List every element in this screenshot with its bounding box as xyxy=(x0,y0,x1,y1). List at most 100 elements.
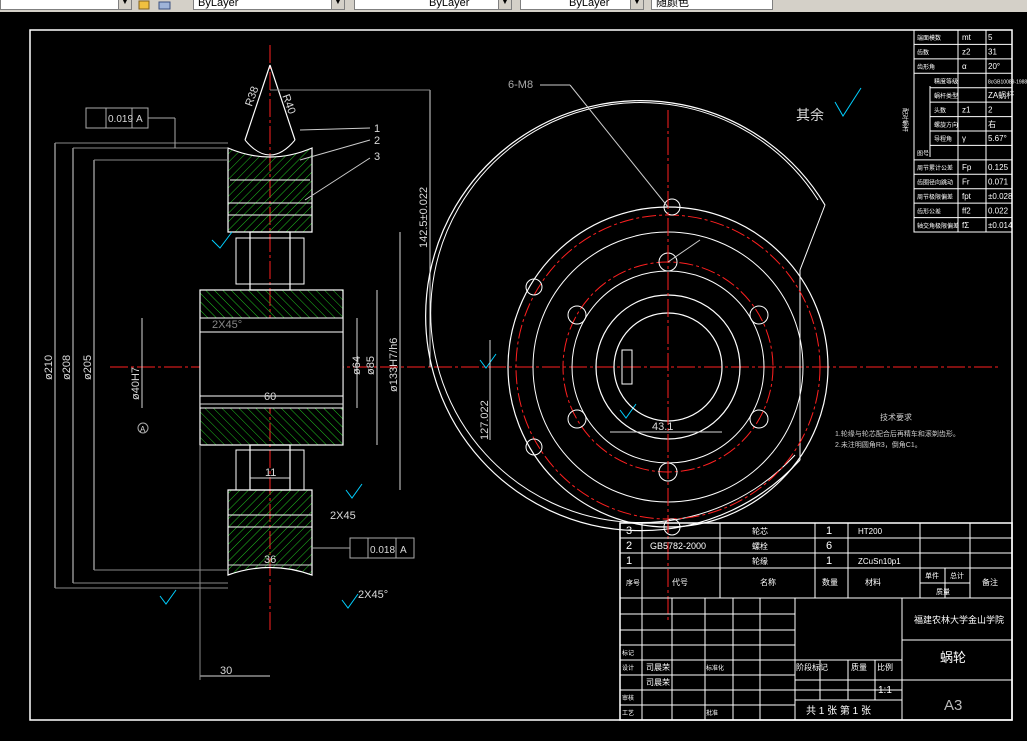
tb-label-approve: 批准 xyxy=(706,709,718,717)
tb-part-name: 蜗轮 xyxy=(940,650,966,665)
chevron-down-icon[interactable]: ▼ xyxy=(630,0,643,9)
datum-a: A xyxy=(140,425,146,434)
dim-len-30: 30 xyxy=(220,665,232,677)
chevron-down-icon[interactable]: ▼ xyxy=(118,0,131,9)
tb-scale: 1:1 xyxy=(878,685,892,696)
param-symbol: α xyxy=(962,62,967,71)
dim-d40h7: ø40H7 xyxy=(130,367,142,400)
dim-d64: ø64 xyxy=(351,356,363,375)
part-label-3: 3 xyxy=(374,151,380,163)
tb-designer: 司晨荣 xyxy=(646,662,670,672)
lineweight-value: ByLayer xyxy=(429,0,470,9)
dim-d205: ø205 xyxy=(82,355,94,380)
layer-icon[interactable] xyxy=(138,0,152,10)
bom-h-qty: 数量 xyxy=(822,577,838,587)
linetype-combo[interactable]: ByLayer ▼ xyxy=(193,0,345,10)
bom-h-remark: 备注 xyxy=(982,577,998,587)
bom-h-weight: 质量 xyxy=(936,587,950,596)
param-value: 0.022 xyxy=(988,206,1009,215)
cad-drawing: R38 R40 0.019 A 1 2 3 ø210 ø208 ø205 ø40… xyxy=(29,29,1027,721)
tb-label-std: 标准化 xyxy=(706,664,724,672)
color-value: 随颜色 xyxy=(656,0,689,9)
toolbar: ▼ ByLayer ▼ ByLayer ▼ ByLayer ▼ 随颜色 xyxy=(0,0,1027,13)
dim-key-431: 43.1 xyxy=(652,421,673,433)
param-value: ZA蜗杆 xyxy=(988,90,1014,100)
param-symbol: z2 xyxy=(962,48,971,57)
layer-stack-icon[interactable] xyxy=(158,0,172,10)
bom-h-single: 单件 xyxy=(925,571,939,580)
lineweight-combo[interactable]: ByLayer ▼ xyxy=(354,0,512,10)
dim-d210: ø210 xyxy=(43,355,55,380)
tb-label-mark: 标记 xyxy=(622,649,634,657)
dim-d133: ø133H7/h6 xyxy=(388,338,400,392)
dim-chamfer-a: 2X45° xyxy=(212,319,242,331)
param-group-label: 配对蜗杆 xyxy=(901,108,909,132)
chevron-down-icon[interactable]: ▼ xyxy=(331,0,344,9)
dim-d85: ø85 xyxy=(365,356,377,375)
param-symbol: Fr xyxy=(962,178,970,187)
chevron-down-icon[interactable]: ▼ xyxy=(498,0,511,9)
param-value: 20° xyxy=(988,62,1000,71)
tb-label-review: 审核 xyxy=(622,694,634,702)
dim-len-11: 11 xyxy=(265,467,276,479)
param-name: 齿形角 xyxy=(917,63,935,71)
tech-requirements: 技术要求 1.轮缘与轮芯配合后再精车和滚剃齿形。 2.未注明圆角R3，倒角C1。 xyxy=(835,412,960,449)
bom-cell-qty: 6 xyxy=(826,540,832,552)
color-combo[interactable]: 随颜色 xyxy=(651,0,773,10)
tech-line-2: 2.未注明圆角R3，倒角C1。 xyxy=(835,440,922,449)
tol-top-ref: A xyxy=(136,114,143,125)
param-name: 周节极限偏差 xyxy=(917,193,953,201)
tb-school: 福建农林大学金山学院 xyxy=(914,614,1004,625)
param-value: ±0.014 xyxy=(988,221,1013,230)
tech-line-1: 1.轮缘与轮芯配合后再精车和滚剃齿形。 xyxy=(835,429,960,438)
title-block-text: 序号 代号 名称 数量 材料 单件 总计 质量 备注 福建农林大学金山学院 蜗轮… xyxy=(622,571,1004,717)
param-symbol: mt xyxy=(962,33,972,42)
tb-sheet-size: A3 xyxy=(944,697,962,714)
bom-cell-code: GB5782-2000 xyxy=(650,541,706,551)
param-symbol: γ xyxy=(962,134,966,143)
param-symbol: ff2 xyxy=(962,206,971,215)
front-view xyxy=(425,84,862,620)
tol-bottom-value: 0.018 xyxy=(370,545,395,556)
tb-label-process: 工艺 xyxy=(622,709,634,717)
param-value: ±0.028 xyxy=(988,192,1013,201)
param-name: 导程角 xyxy=(934,135,952,143)
param-value: 右 xyxy=(988,119,996,129)
param-name: 端面模数 xyxy=(917,34,941,42)
bom-cell-no: 2 xyxy=(626,540,632,552)
part-label-2: 2 xyxy=(374,135,380,147)
bom-h-code: 代号 xyxy=(672,577,688,587)
dim-len-36: 36 xyxy=(264,554,276,566)
front-dimensions: 6-M8 127.022 43.1 其余 xyxy=(479,79,824,440)
param-name: 齿圈径向跳动 xyxy=(917,179,953,187)
bom-cell-name: 轮缘 xyxy=(752,556,768,566)
param-name: 齿数 xyxy=(917,49,929,57)
param-name: 周节累计公差 xyxy=(917,164,953,172)
tb-stage-label: 阶段标记 xyxy=(796,662,828,672)
title-block-grid xyxy=(619,522,1013,721)
tb-label-design: 设计 xyxy=(622,664,634,672)
plotstyle-combo[interactable]: ByLayer ▼ xyxy=(520,0,644,10)
dim-chamfer-b: 2X45 xyxy=(330,510,356,522)
param-value: 0.125 xyxy=(988,163,1009,172)
param-name: 蜗杆类型 xyxy=(934,92,958,100)
layer-combo[interactable]: ▼ xyxy=(0,0,132,10)
tb-sheet-count: 共 1 张 第 1 张 xyxy=(806,704,871,717)
bom-h-name: 名称 xyxy=(760,577,776,587)
param-value: 5 xyxy=(988,33,993,42)
param-value: 5.67° xyxy=(988,134,1007,143)
dim-1425: 142.5±0.022 xyxy=(418,187,430,248)
tol-bottom-ref: A xyxy=(400,545,407,556)
param-name: 轴交角极限偏差 xyxy=(917,222,959,230)
bom-cell-name: 轮芯 xyxy=(752,526,768,536)
param-name: 齿形公差 xyxy=(917,207,941,215)
bom-h-mat: 材料 xyxy=(865,577,881,587)
bom-cell-no: 1 xyxy=(626,555,632,567)
dim-chamfer-c: 2X45° xyxy=(358,589,388,601)
param-symbol: Fp xyxy=(962,163,972,172)
param-value: 0.071 xyxy=(988,178,1009,187)
section-view xyxy=(54,45,1000,680)
param-name: 图号 xyxy=(917,151,929,158)
drawing-canvas[interactable]: R38 R40 0.019 A 1 2 3 ø210 ø208 ø205 ø40… xyxy=(0,12,1027,737)
dim-d208: ø208 xyxy=(61,355,73,380)
